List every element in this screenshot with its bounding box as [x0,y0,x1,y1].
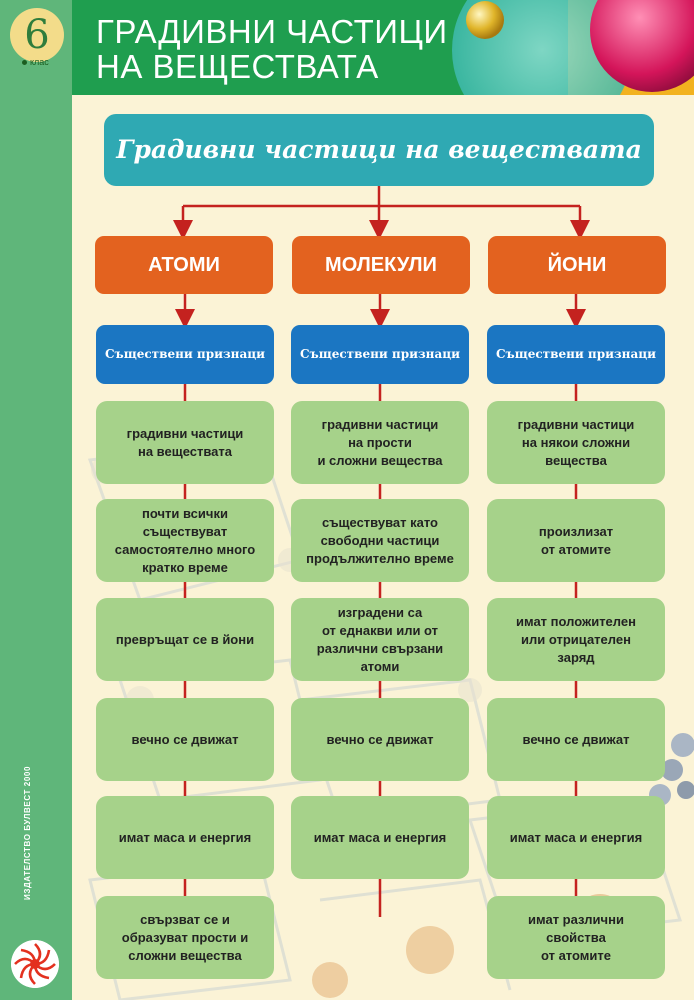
atoms-item-2: почти всички съществуват самостоятелно м… [96,499,274,582]
category-molecules: МОЛЕКУЛИ [292,236,470,294]
page-title: ГРАДИВНИ ЧАСТИЦИ НА ВЕЩЕСТВАТА [96,14,448,84]
page-title-line1: ГРАДИВНИ ЧАСТИЦИ [96,13,448,50]
ions-item-6: имат различни свойства от атомите [487,896,665,979]
atoms-item-6: свързват се и образуват прости и сложни … [96,896,274,979]
root-node: Градивни частици на веществата [104,114,654,186]
page-title-line2: НА ВЕЩЕСТВАТА [96,48,379,85]
atoms-item-5: имат маса и енергия [96,796,274,879]
molecules-item-5: имат маса и енергия [291,796,469,879]
molecules-item-1: градивни частици на прости и сложни веще… [291,401,469,484]
grade-number: 6 [24,12,50,58]
ions-item-5: имат маса и енергия [487,796,665,879]
ions-item-3: имат положителен или отрицателен заряд [487,598,665,681]
grade-dot-icon [22,60,27,65]
ions-item-4: вечно се движат [487,698,665,781]
grade-label: клас [30,57,49,67]
ions-item-2: произлизат от атомите [487,499,665,582]
subheader-molecules: Съществени признаци [291,325,469,384]
atoms-item-1: градивни частици на веществата [96,401,274,484]
category-atoms: АТОМИ [95,236,273,294]
sidebar [0,0,72,1000]
grade-badge: 6 [10,8,64,62]
subheader-ions: Съществени признаци [487,325,665,384]
ions-item-1: градивни частици на някои сложни веществ… [487,401,665,484]
molecules-item-2: съществуват като свободни частици продъл… [291,499,469,582]
category-ions: ЙОНИ [488,236,666,294]
subheader-atoms: Съществени признаци [96,325,274,384]
molecules-item-4: вечно се движат [291,698,469,781]
atoms-item-3: превръщат се в йони [96,598,274,681]
atoms-item-4: вечно се движат [96,698,274,781]
molecules-item-3: изградени са от еднакви или от различни … [291,598,469,681]
publisher-logo-icon [11,940,59,988]
